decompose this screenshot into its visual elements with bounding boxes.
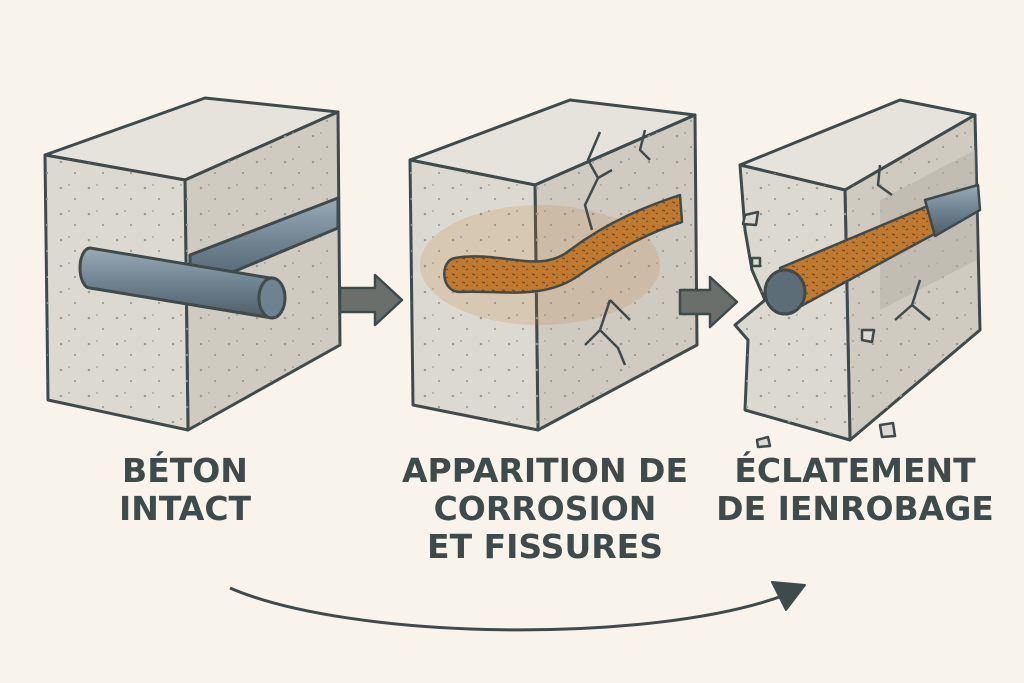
- stage-label-spalling: ÉCLATEMENT DE IENROBAGE: [700, 452, 1010, 528]
- stage-label-corrosion-cracks: APPARITION DE CORROSION ET FISSURES: [395, 452, 695, 566]
- steel-rebar: [78, 196, 340, 320]
- label-line: DE IENROBAGE: [716, 489, 994, 528]
- corroded-rebar: [443, 193, 684, 294]
- stage-label-intact-concrete: BÉTON INTACT: [85, 452, 285, 528]
- crack-lines: [876, 164, 931, 321]
- concrete-debris: [741, 210, 897, 449]
- label-line: APPARITION DE: [402, 451, 688, 490]
- block-intact-concrete: [43, 96, 342, 432]
- arrow-right-icon: [678, 275, 739, 329]
- curved-progress-arrow: [229, 581, 806, 632]
- label-line: BÉTON: [122, 451, 248, 490]
- label-line: ÉCLATEMENT: [734, 451, 976, 490]
- block-spalling: [733, 98, 982, 449]
- label-line: INTACT: [118, 489, 252, 528]
- label-line: CORROSION: [433, 489, 657, 528]
- block-corrosion-cracks: [408, 98, 699, 432]
- crack-lines: [583, 129, 651, 366]
- arrow-right-icon: [338, 273, 404, 327]
- label-line: ET FISSURES: [427, 527, 663, 566]
